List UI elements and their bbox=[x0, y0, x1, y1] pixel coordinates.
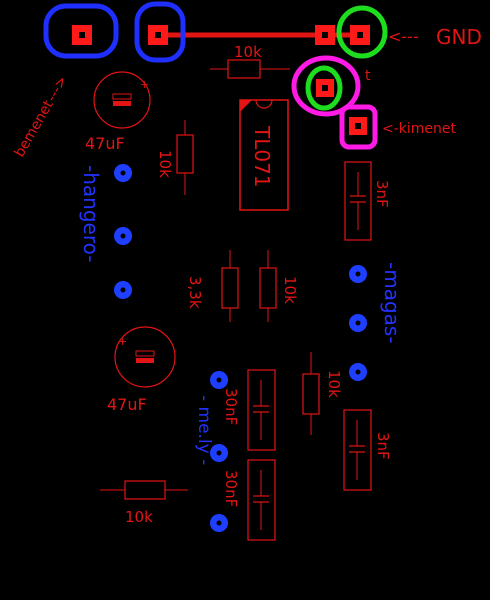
capacitor-47uf-top bbox=[93, 71, 151, 129]
capacitor-3nf-bottom-label: 3nF bbox=[374, 432, 392, 460]
capacitor-3nf-top-label: 3nF bbox=[373, 180, 391, 208]
output-pad-hole bbox=[355, 123, 361, 129]
pot-left-pad-2-hole bbox=[120, 233, 126, 239]
plus-pad-hole bbox=[322, 85, 328, 91]
gnd-highlight-ring bbox=[336, 5, 388, 59]
resistor-right-label: 10k bbox=[325, 370, 343, 398]
capacitor-47uf-mid bbox=[114, 326, 176, 388]
capacitor-30nf-b bbox=[247, 459, 276, 541]
cap-mid-plate-1 bbox=[135, 350, 155, 357]
cap-mid-plate-2 bbox=[136, 358, 154, 363]
pot-left-pad-1-hole bbox=[120, 170, 126, 176]
pot-right-pad-3-hole bbox=[355, 369, 361, 375]
capacitor-47uf-top-label: 47uF bbox=[85, 134, 125, 153]
ic-tl071 bbox=[239, 99, 289, 211]
capacitor-30nf-a bbox=[247, 369, 276, 451]
capacitor-3nf-top bbox=[344, 161, 372, 241]
resistor-bottom bbox=[124, 480, 166, 500]
capacitor-30nf-a-label: 30nF bbox=[222, 388, 240, 425]
plus-partial-label: t bbox=[365, 68, 371, 84]
gnd-pad-hole bbox=[357, 32, 363, 38]
gnd-arrow: <--- bbox=[388, 27, 419, 46]
ic-label: TL071 bbox=[250, 125, 274, 188]
pot-right-label: -magas- bbox=[380, 262, 404, 344]
pot-right-pad-1-hole bbox=[355, 271, 361, 277]
input-pad-hole bbox=[79, 32, 85, 38]
pot-bottom-label: - me.ly - bbox=[194, 395, 214, 465]
capacitor-3nf-bottom bbox=[343, 409, 372, 491]
output-highlight-ring bbox=[339, 104, 378, 150]
input-label: bemenet bbox=[12, 97, 57, 160]
resistor-left bbox=[176, 134, 194, 174]
pot-left-label: -hangero- bbox=[79, 165, 103, 262]
pad-3-hole bbox=[322, 32, 328, 38]
resistor-mid-10k bbox=[259, 267, 277, 309]
gnd-label: GND bbox=[436, 25, 482, 49]
cap-top-plate-1 bbox=[112, 93, 132, 100]
cap-mid-plus: + bbox=[118, 335, 127, 348]
resistor-top bbox=[227, 59, 261, 79]
pot-right-pad-2-hole bbox=[355, 320, 361, 326]
input-highlight-ring bbox=[43, 3, 119, 59]
input-arrow: ---> bbox=[44, 73, 71, 104]
resistor-mid-10k-label: 10k bbox=[281, 276, 299, 304]
plus-highlight-ring-green bbox=[305, 65, 343, 111]
resistor-3-3k-label: 3,3k bbox=[186, 276, 204, 309]
resistor-right bbox=[302, 373, 320, 415]
resistor-top-label: 10k bbox=[234, 43, 262, 61]
pot-bottom-pad-1-hole bbox=[216, 377, 222, 383]
pad-2-hole bbox=[155, 32, 161, 38]
capacitor-30nf-b-label: 30nF bbox=[222, 470, 240, 507]
capacitor-47uf-mid-label: 47uF bbox=[107, 395, 147, 414]
ic-notch bbox=[255, 99, 273, 109]
pot-bottom-pad-2-hole bbox=[216, 450, 222, 456]
ic-pin1-marker bbox=[240, 100, 252, 112]
pot-bottom-pad-3-hole bbox=[216, 520, 222, 526]
output-label: <-kimenet bbox=[382, 121, 457, 137]
pad2-highlight-ring bbox=[134, 1, 186, 63]
cap-top-plate-2 bbox=[113, 101, 131, 106]
resistor-3-3k bbox=[221, 267, 239, 309]
resistor-left-label: 10k bbox=[156, 150, 174, 178]
pot-left-pad-3-hole bbox=[120, 287, 126, 293]
cap-top-plus: + bbox=[140, 78, 149, 91]
plus-highlight-ring-magenta bbox=[291, 55, 361, 117]
resistor-bottom-label: 10k bbox=[125, 508, 153, 526]
